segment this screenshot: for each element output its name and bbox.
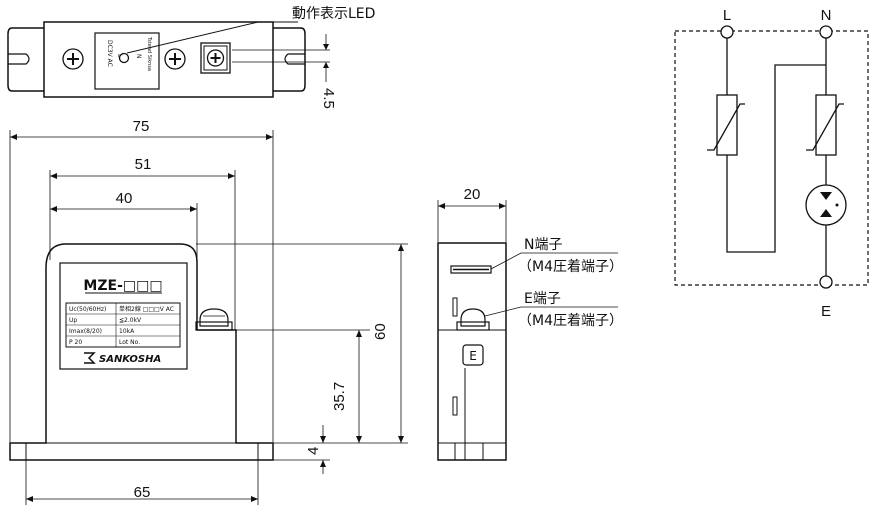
e-mark: E <box>469 349 477 363</box>
screw-left-icon <box>62 48 84 70</box>
np-row1-val: 単相2線 □□□V AC <box>119 305 174 313</box>
schematic-boundary <box>674 30 869 286</box>
top-view-body <box>43 21 274 98</box>
top-view: DC3V AC L N Tstead Siknsa 動作表示LED 4.5 <box>7 6 375 109</box>
plate-text-maker: Tstead Siknsa <box>146 36 152 71</box>
e-terminal-label: E端子 <box>524 291 561 307</box>
front-dimension-lines <box>9 130 408 505</box>
side-view: E 20 N端子 （M4圧着端子） E端子 （M4圧着端子） <box>437 186 623 461</box>
plate-text-n: N <box>135 54 142 59</box>
np-row4-key: P 20 <box>69 339 82 346</box>
top-left-flange <box>7 27 44 92</box>
np-row3-val: 10kA <box>119 328 135 335</box>
side-view-body <box>437 242 507 461</box>
gas-discharge-tube-icon <box>805 184 847 226</box>
led-label: 動作表示LED <box>292 6 375 22</box>
dim-35-7: 35.7 <box>331 382 348 411</box>
front-label-panel <box>59 262 188 370</box>
schematic-label-l: L <box>723 7 731 24</box>
n-terminal-note: （M4圧着端子） <box>518 259 623 275</box>
model-name: MZE-□□□ <box>83 278 162 294</box>
terminal-screw-icon <box>200 42 231 74</box>
np-row4-val: Lot No. <box>119 339 140 346</box>
led-leader-line <box>126 21 298 54</box>
top-right-slot <box>284 53 305 65</box>
n-terminal-label: N端子 <box>524 237 562 253</box>
front-view: MZE-□□□ Uc(50/60Hz) 単相2線 □□□V AC Up ≦2.0… <box>9 118 408 505</box>
top-right-flange <box>273 27 306 92</box>
plate-text-voltage: DC3V AC <box>106 40 113 67</box>
dim-40: 40 <box>116 190 133 207</box>
n-terminal-slot <box>450 265 492 274</box>
dim-60: 60 <box>372 323 389 340</box>
terminal-l-icon <box>720 25 734 39</box>
dim-4: 4 <box>305 447 322 455</box>
e-mark-box <box>462 344 484 366</box>
np-row3-key: Imax(8/20) <box>69 328 102 335</box>
sankosha-logo-icon <box>84 352 96 364</box>
top-label-plate <box>94 32 160 90</box>
dim-51: 51 <box>135 156 152 173</box>
e-terminal-note: （M4圧着端子） <box>518 313 623 329</box>
np-row1-key: Uc(50/60Hz) <box>69 306 106 313</box>
schematic-label-n: N <box>821 7 832 24</box>
screw-mid-icon <box>164 48 186 70</box>
varistor-l-icon <box>707 94 745 156</box>
schematic-label-e: E <box>821 303 831 320</box>
plate-text-l: L <box>116 54 123 58</box>
dim-75: 75 <box>133 118 150 135</box>
np-row2-val: ≦2.0kV <box>119 317 142 324</box>
schematic: L N E <box>674 7 869 320</box>
dim-65: 65 <box>134 484 151 501</box>
brand-name: SANKOSHA <box>99 354 161 365</box>
terminal-e-icon <box>819 275 833 289</box>
dim-4-5-lines <box>232 34 330 82</box>
led-indicator <box>118 52 130 64</box>
dim-20: 20 <box>464 186 481 203</box>
dim-4-5: 4.5 <box>320 88 337 109</box>
terminal-n-icon <box>819 25 833 39</box>
top-left-slot <box>8 53 30 65</box>
front-view-body <box>9 243 274 461</box>
e-terminal-screw-icon <box>456 308 490 331</box>
front-terminal-screw-icon <box>195 308 233 331</box>
np-row2-key: Up <box>69 317 77 324</box>
varistor-n-icon <box>806 94 844 156</box>
